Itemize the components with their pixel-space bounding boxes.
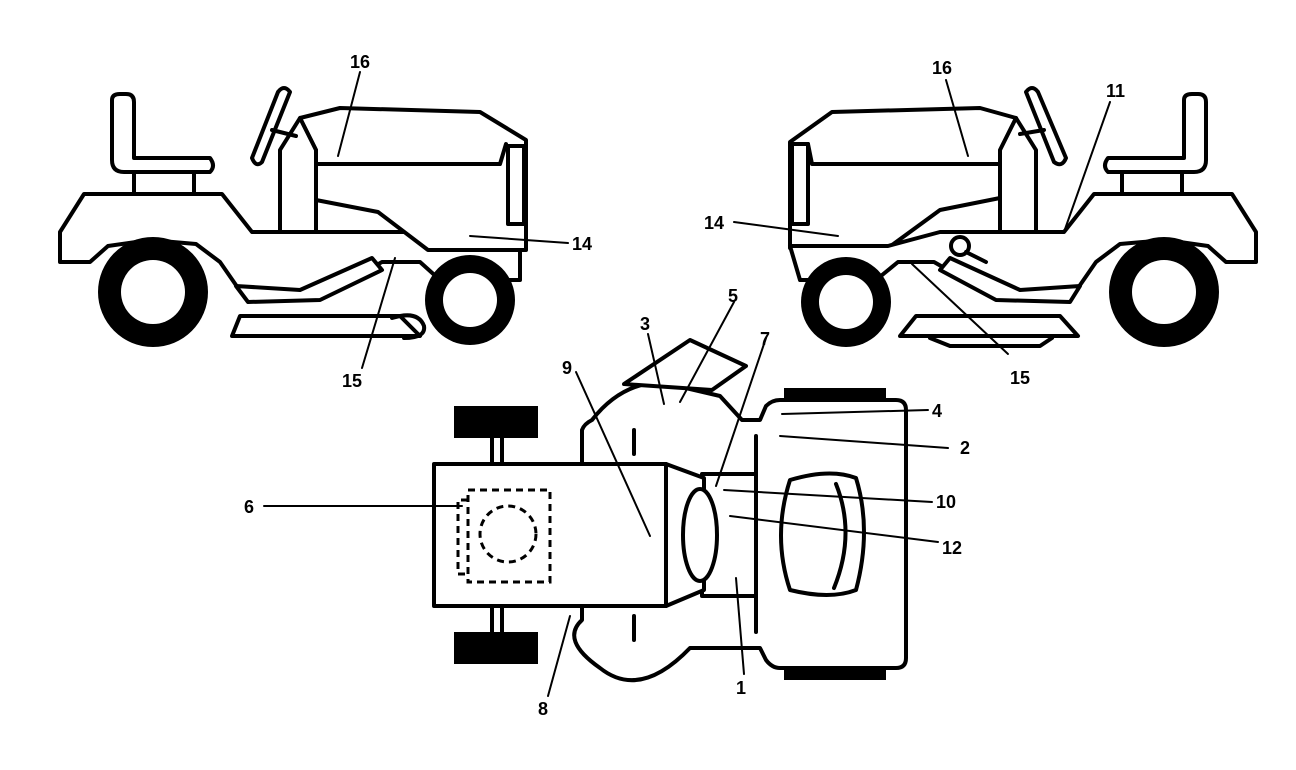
- leader-12: [729, 515, 939, 543]
- leader-5: [679, 301, 735, 403]
- right-dash: [998, 116, 1038, 234]
- left-grille: [506, 144, 526, 226]
- leader-1: [735, 577, 745, 675]
- right-hood: [788, 106, 1018, 250]
- left-discharge: [390, 313, 427, 340]
- left-side-view: 16 14 15: [58, 52, 592, 391]
- top-seat-back: [832, 482, 848, 590]
- left-steering-wheel: [250, 86, 292, 167]
- right-front-hub: [819, 275, 873, 329]
- left-dash: [278, 116, 318, 234]
- leader-14-left: [469, 235, 569, 244]
- leader-3: [647, 333, 665, 405]
- callout-11: 11: [1106, 81, 1125, 101]
- callout-15-left: 15: [342, 371, 362, 391]
- callout-12: 12: [942, 538, 962, 558]
- left-footrest: [234, 256, 384, 304]
- leader-8: [547, 615, 571, 697]
- top-front-wheel-lower: [454, 632, 538, 664]
- leader-2: [779, 435, 949, 449]
- top-hood: [432, 462, 706, 608]
- left-front-hub: [443, 273, 497, 327]
- right-ignition-lever: [964, 250, 988, 264]
- left-hood: [298, 106, 528, 252]
- callout-10: 10: [936, 492, 956, 512]
- right-grille: [790, 142, 810, 226]
- top-engine-outline: [466, 488, 552, 584]
- right-ignition-knob: [949, 235, 971, 257]
- top-seat: [779, 471, 866, 597]
- callout-8: 8: [538, 699, 548, 719]
- callout-9: 9: [562, 358, 572, 378]
- left-hood-line: [314, 142, 508, 166]
- callout-6: 6: [244, 497, 254, 517]
- right-steering-post: [1018, 128, 1046, 136]
- right-rear-hub: [1132, 260, 1196, 324]
- right-seat-back: [1103, 92, 1208, 174]
- leader-14-right: [733, 221, 839, 237]
- right-deck-skirt: [928, 336, 1054, 348]
- leader-15-left: [361, 257, 396, 369]
- callout-1: 1: [736, 678, 746, 698]
- left-seat-back: [110, 92, 215, 174]
- callout-3: 3: [640, 314, 650, 334]
- callout-16-left: 16: [350, 52, 370, 72]
- callout-16-right: 16: [932, 58, 952, 78]
- callout-15-right: 15: [1010, 368, 1030, 388]
- top-view: 1 2 3 4 5 6 7 8 9 10 12: [244, 286, 970, 719]
- callout-7: 7: [760, 329, 770, 349]
- left-seat-base: [132, 170, 196, 196]
- callout-2: 2: [960, 438, 970, 458]
- left-steering-post: [270, 128, 298, 138]
- leader-15-right: [911, 263, 1009, 355]
- leader-10: [723, 489, 933, 503]
- right-seat-base: [1120, 170, 1184, 196]
- leader-16-left: [337, 71, 361, 157]
- left-rear-hub: [121, 260, 185, 324]
- leader-16-right: [945, 79, 969, 157]
- top-engine-side: [456, 498, 468, 576]
- top-engine-flywheel: [478, 504, 538, 564]
- callout-14-right: 14: [704, 213, 724, 233]
- callout-5: 5: [728, 286, 738, 306]
- right-mower-deck: [898, 314, 1080, 338]
- callout-14-left: 14: [572, 234, 592, 254]
- right-side-view: 16 11 14 15: [704, 58, 1258, 388]
- leader-11: [1063, 101, 1111, 233]
- top-steering-wheel: [681, 487, 719, 583]
- leader-7: [715, 337, 767, 487]
- top-discharge-chute: [622, 338, 748, 392]
- right-steering-wheel: [1024, 86, 1068, 167]
- leader-9: [575, 371, 651, 537]
- callout-4: 4: [932, 401, 942, 421]
- leader-4: [781, 409, 929, 415]
- right-footrest: [938, 256, 1082, 304]
- top-front-wheel-upper: [454, 406, 538, 438]
